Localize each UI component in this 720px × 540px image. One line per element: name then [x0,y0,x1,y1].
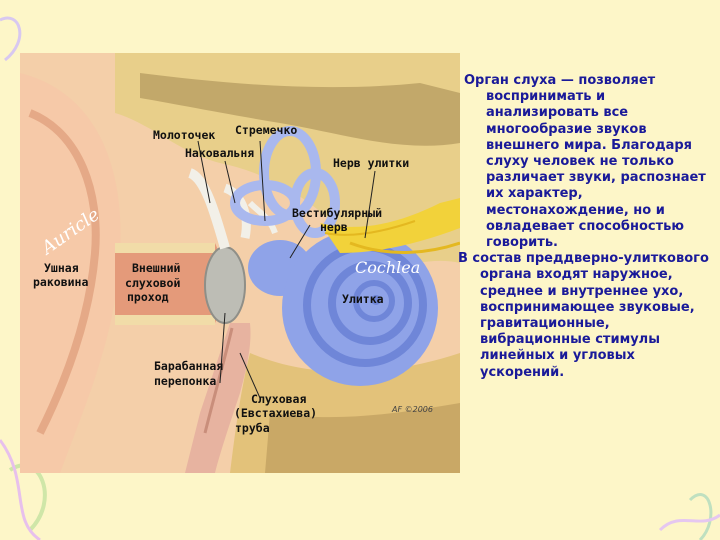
label-auricle-line1: Ушная [44,261,79,275]
label-ear-canal-line2: слуховой [125,276,180,290]
label-eardrum-line1: Барабанная [154,359,223,373]
label-ear-canal-line1: Внешний [132,261,180,275]
label-ear-canal-line3: проход [127,290,169,304]
artist-signature: AF ©2006 [392,405,433,414]
paragraph-hearing-organ: Орган слуха — позволяет воспринимать и а… [464,73,716,251]
label-vestibular-nerve-line2: нерв [320,220,348,234]
label-stapes: Стремечко [235,123,297,137]
label-auricle-line2: раковина [33,275,88,289]
label-cochlea: Улитка [342,292,384,306]
description-text: Орган слуха — позволяет воспринимать и а… [464,73,716,381]
label-vestibular-nerve-line1: Вестибулярный [292,206,382,220]
label-eardrum-line2: перепонка [154,374,216,388]
paragraph-ear-composition: В состав преддверно-улиткового органа вх… [458,251,716,381]
label-eustachian-tube-line1: Слуховая [251,392,306,406]
label-cochlea-latin: Cochlea [355,258,420,277]
label-incus: Наковальня [185,146,254,160]
label-eustachian-tube-line3: труба [235,421,270,435]
label-eustachian-tube-line2: (Евстахиева) [234,406,317,420]
label-malleus: Молоточек [153,128,215,142]
label-cochlear-nerve: Нерв улитки [333,156,409,170]
